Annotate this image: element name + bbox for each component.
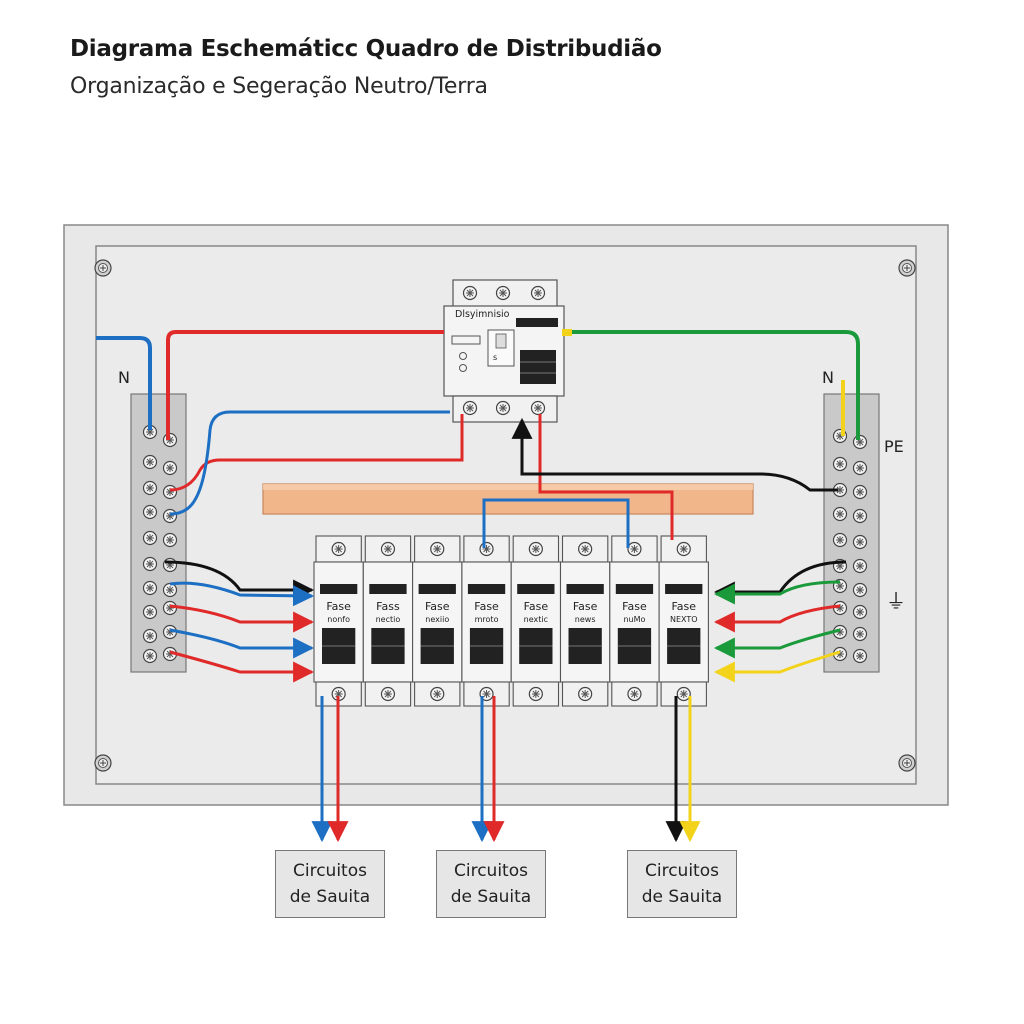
breaker-6[interactable]: Fase news [559, 535, 611, 707]
breaker-3[interactable]: Fase nexiio [412, 535, 463, 707]
earth-symbol-icon: ⏚ [886, 589, 906, 613]
breaker-1[interactable]: Fase nonfo [313, 535, 364, 707]
page-subtitle: Organização e Segeração Neutro/Terra [70, 74, 488, 99]
breaker-label-top: Fase [573, 600, 598, 613]
breaker-label-top: Fase [326, 600, 351, 613]
main-breaker-label: Dlsyimnisio [455, 309, 510, 320]
main-breaker-mark: s [493, 353, 497, 362]
corner-screw-icon [898, 754, 916, 772]
page-title: Diagrama Eschemáticc Quadro de Distribud… [70, 36, 662, 62]
breaker-5[interactable]: Fase nextic [510, 535, 562, 707]
corner-screw-icon [898, 259, 916, 277]
circuit-breakers: FasenonfoFassnectioFasenexiioFasemrotoFa… [313, 535, 709, 707]
breaker-label-bottom: nectio [376, 615, 401, 624]
incoming-phase-wire [166, 330, 444, 440]
main-out-red-bus [538, 414, 674, 540]
breaker-label-bottom: news [575, 615, 596, 624]
breaker-label-bottom: NEXTO [670, 615, 698, 624]
breaker-label-top: Fase [524, 600, 549, 613]
earth-label: PE [884, 437, 904, 456]
breaker-label-bottom: mroto [475, 615, 499, 624]
incoming-neutral-wire [96, 336, 152, 430]
return-black-wire [511, 417, 838, 492]
neutral-left-label: N [118, 368, 130, 387]
breaker-label-bottom: nexiio [425, 615, 449, 624]
earth-terminal-block [823, 393, 880, 673]
breaker-label-bottom: nextic [524, 615, 548, 624]
main-out-blue-bus [482, 498, 630, 548]
corner-screw-icon [94, 754, 112, 772]
main-out-red [169, 414, 464, 492]
breaker-label-top: Fase [671, 600, 696, 613]
breaker-4[interactable]: Fase mroto [461, 535, 512, 707]
breaker-label-top: Fase [622, 600, 647, 613]
breaker-label-top: Fass [376, 600, 400, 613]
main-breaker [443, 279, 565, 423]
breaker-7[interactable]: Fase nuMo [609, 535, 660, 707]
breaker-2[interactable]: Fass nectio [362, 535, 414, 707]
incoming-earth-wire [566, 330, 860, 440]
corner-screw-icon [94, 259, 112, 277]
neutral-right-label: N [822, 368, 834, 387]
breaker-label-top: Fase [425, 600, 450, 613]
breaker-label-top: Fase [474, 600, 499, 613]
breaker-label-bottom: nuMo [623, 615, 645, 624]
breaker-label-bottom: nonfo [327, 615, 350, 624]
main-out-blue [169, 410, 450, 516]
